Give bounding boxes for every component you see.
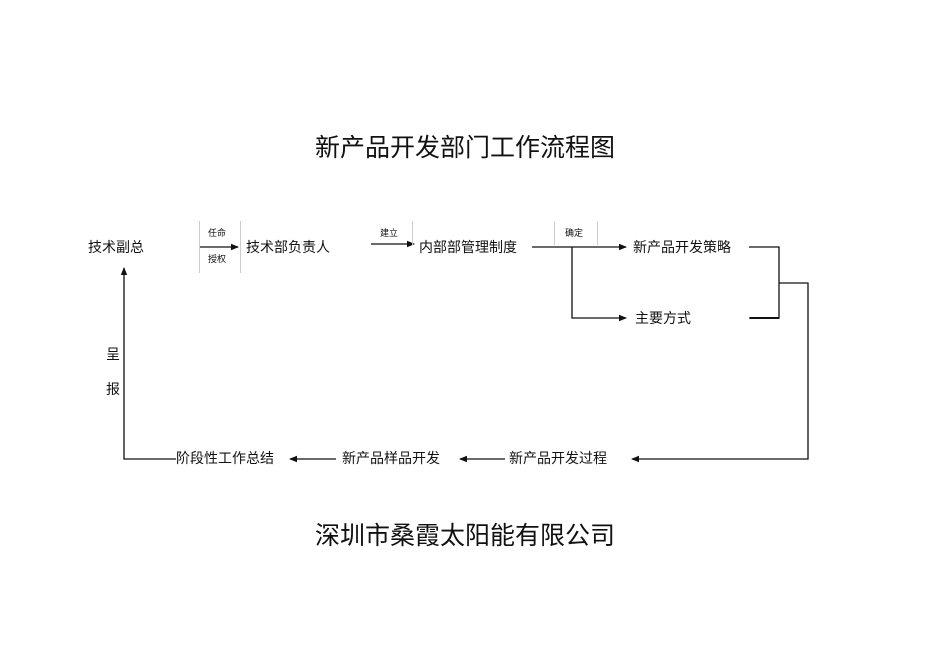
edge-label-appoint: 任命: [208, 229, 227, 239]
diagram-title: 新产品开发部门工作流程图: [314, 133, 615, 162]
arrow-to-process: [631, 282, 809, 463]
node-rules: 内部部管理制度: [419, 240, 517, 256]
node-strategy: 新产品开发策略: [633, 240, 731, 256]
node-sample: 新产品样品开发: [342, 451, 440, 467]
edge-label-authorize: 授权: [208, 255, 227, 265]
connector-strategy-out: [749, 246, 780, 319]
arrow-rules-to-methods: [571, 247, 627, 322]
node-summary: 阶段性工作总结: [176, 451, 274, 467]
edge-label-confirm: 确定: [565, 229, 584, 239]
node-process: 新产品开发过程: [509, 451, 607, 467]
label-divider: [554, 221, 555, 245]
edge-label-report-2: 报: [106, 382, 120, 398]
arrow-summary-to-vp: [120, 267, 176, 460]
company-name: 深圳市桑霞太阳能有限公司: [314, 521, 615, 550]
label-divider: [240, 221, 241, 273]
label-divider: [199, 221, 200, 273]
edge-label-report-1: 呈: [106, 347, 120, 363]
node-vp: 技术副总: [88, 240, 144, 256]
edge-label-establish: 建立: [380, 229, 399, 239]
label-divider: [412, 221, 413, 245]
node-methods: 主要方式: [635, 311, 691, 327]
node-lead: 技术部负责人: [246, 240, 330, 256]
label-divider: [597, 221, 598, 245]
